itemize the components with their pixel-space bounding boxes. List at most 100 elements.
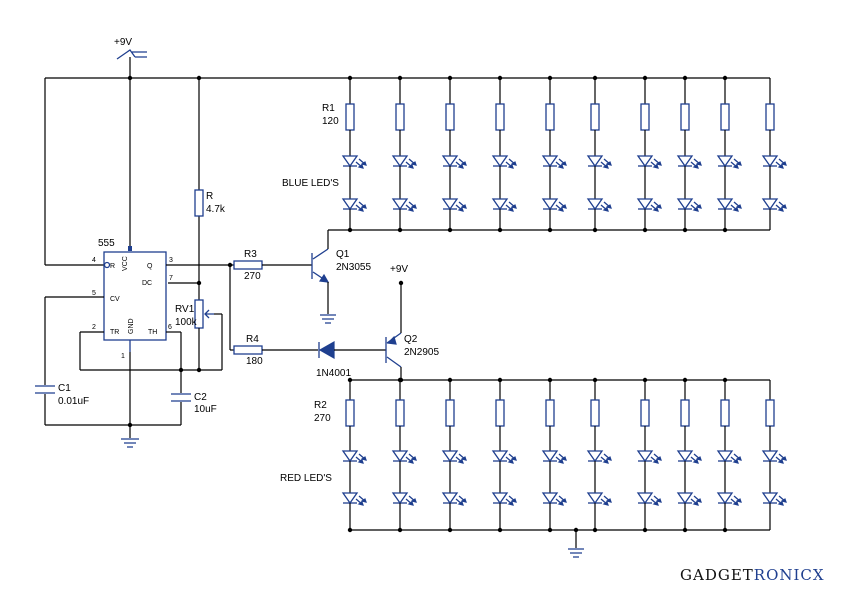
- r-label: R: [206, 191, 213, 202]
- brand-logo: GADGETRONICX: [680, 566, 825, 584]
- red-led-bank: [341, 377, 787, 533]
- red-resistor: [680, 399, 690, 427]
- blue-resistor: [495, 103, 505, 131]
- r1-label: R1: [322, 103, 335, 114]
- red-led-icon: [541, 450, 567, 464]
- red-resistor: [495, 399, 505, 427]
- svg-text:GND: GND: [128, 318, 135, 334]
- svg-text:CV: CV: [110, 296, 120, 303]
- r-value: 4.7k: [206, 204, 226, 215]
- red-led-icon: [636, 492, 662, 506]
- blue-led-icon: [636, 198, 662, 212]
- red-led-icon: [586, 450, 612, 464]
- blue-column: [676, 75, 702, 233]
- supply-top: +9V: [114, 37, 147, 78]
- svg-text:Q: Q: [147, 263, 153, 270]
- blue-led-icon: [341, 198, 367, 212]
- blue-led-icon: [391, 155, 417, 169]
- blue-resistor: [765, 103, 775, 131]
- red-resistor: [640, 399, 650, 427]
- red-led-icon: [586, 492, 612, 506]
- blue-led-icon: [541, 155, 567, 169]
- blue-led-icon: [586, 155, 612, 169]
- blue-led-icon: [541, 198, 567, 212]
- red-led-icon: [441, 492, 467, 506]
- c2-value: 10uF: [194, 404, 217, 415]
- blue-column: [441, 75, 467, 233]
- q2-value: 2N2905: [404, 347, 439, 358]
- brand-part1: GADGET: [680, 566, 754, 584]
- blue-resistor: [640, 103, 650, 131]
- blue-resistor: [395, 103, 405, 131]
- d1-value: 1N4001: [316, 368, 351, 379]
- blue-led-icon: [676, 198, 702, 212]
- svg-text:VCC: VCC: [122, 256, 129, 271]
- blue-resistor: [545, 103, 555, 131]
- red-column: [586, 377, 612, 533]
- blue-led-icon: [391, 198, 417, 212]
- ic-name: 555: [98, 238, 115, 249]
- capacitor-c2: [171, 393, 191, 402]
- blue-led-icon: [716, 155, 742, 169]
- red-resistor: [720, 399, 730, 427]
- blue-column: [761, 78, 787, 230]
- supply-top-label: +9V: [114, 37, 132, 48]
- svg-text:2: 2: [92, 324, 96, 331]
- svg-text:6: 6: [168, 324, 172, 331]
- blue-led-icon: [636, 155, 662, 169]
- blue-column: [716, 75, 742, 233]
- r2-label: R2: [314, 400, 327, 411]
- red-led-icon: [491, 492, 517, 506]
- blue-led-icon: [716, 198, 742, 212]
- red-led-icon: [541, 492, 567, 506]
- svg-text:1: 1: [121, 353, 125, 360]
- red-resistor: [345, 399, 355, 427]
- blue-column: [391, 75, 417, 233]
- svg-text:TH: TH: [148, 329, 157, 336]
- timing-network: R 4.7k RV1 100k C2 10uF C1 0.01uF: [35, 189, 226, 448]
- rv1-label: RV1: [175, 304, 195, 315]
- output-drivers: R3 270 Q1 2N3055 R4 180 1N4001 +9V Q2: [166, 230, 439, 380]
- svg-text:R: R: [110, 263, 115, 270]
- red-led-icon: [391, 450, 417, 464]
- blue-led-icon: [441, 155, 467, 169]
- c2-label: C2: [194, 392, 207, 403]
- svg-text:DC: DC: [142, 280, 152, 287]
- resistor-r: [194, 189, 204, 217]
- red-led-icon: [716, 492, 742, 506]
- red-bank-label: RED LED'S: [280, 473, 332, 484]
- c1-value: 0.01uF: [58, 396, 89, 407]
- svg-text:4: 4: [92, 257, 96, 264]
- r2-value: 270: [314, 413, 331, 424]
- r3-value: 270: [244, 271, 261, 282]
- r3-label: R3: [244, 249, 257, 260]
- red-column: [341, 377, 367, 533]
- red-column: [716, 377, 742, 533]
- top-rail-wires: [44, 75, 770, 300]
- rv1-value: 100k: [175, 317, 198, 328]
- red-column: [636, 377, 662, 533]
- blue-column: [586, 75, 612, 233]
- blue-column: [341, 75, 367, 233]
- q2-label: Q2: [404, 334, 418, 345]
- q1-label: Q1: [336, 249, 350, 260]
- red-resistor: [590, 399, 600, 427]
- capacitor-c1: [35, 385, 55, 394]
- blue-led-icon: [491, 198, 517, 212]
- red-resistor: [395, 399, 405, 427]
- blue-led-icon: [761, 155, 787, 169]
- ic-555: 555 4 R VCC 3 Q 7 DC 5 CV 2 TR TH 6 GND …: [92, 238, 173, 360]
- r1-value: 120: [322, 116, 339, 127]
- red-led-icon: [636, 450, 662, 464]
- red-led-icon: [676, 492, 702, 506]
- blue-resistor: [445, 103, 455, 131]
- red-led-icon: [761, 492, 787, 506]
- ground-icon: [121, 438, 139, 448]
- blue-resistor: [720, 103, 730, 131]
- q1-value: 2N3055: [336, 262, 371, 273]
- ground-icon-red-bank: [568, 548, 584, 558]
- svg-text:7: 7: [169, 275, 173, 282]
- blue-column: [541, 75, 567, 233]
- red-column: [441, 377, 467, 533]
